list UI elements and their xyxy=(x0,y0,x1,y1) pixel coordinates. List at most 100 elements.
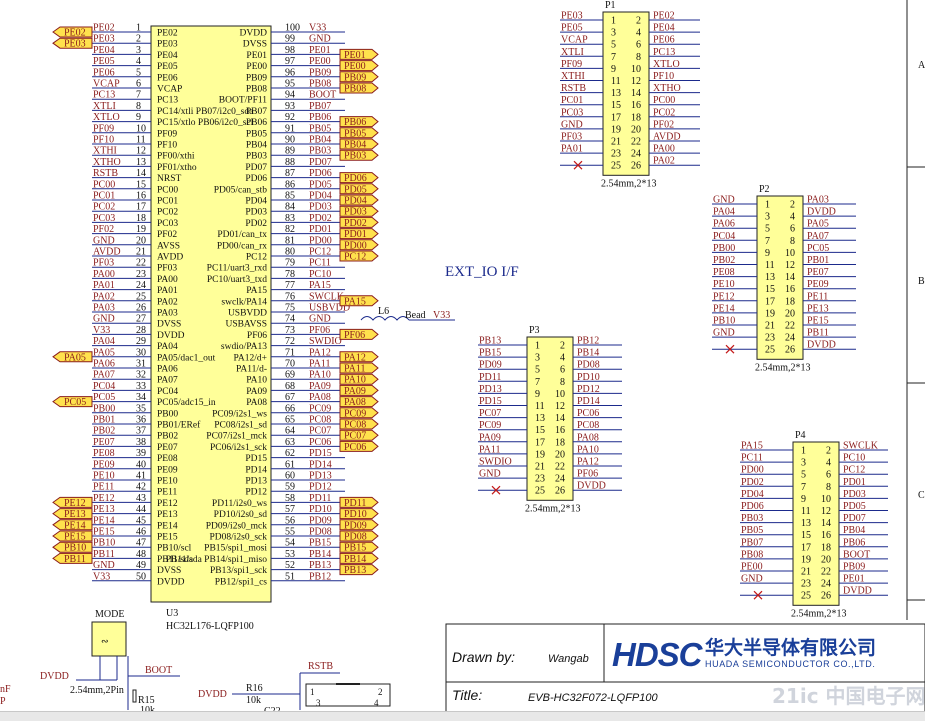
header-left-net: PA11 xyxy=(479,444,501,455)
header-left-net: PE10 xyxy=(713,279,735,290)
net-flag-left xyxy=(52,496,93,508)
mcu-right-pin-function: BOOT/PF11 xyxy=(219,96,267,106)
header-pin-odd: 23 xyxy=(765,333,775,344)
mcu-left-pin-function: DVDD xyxy=(157,331,185,341)
mode-pin-glyph: ∾ xyxy=(101,636,109,646)
header-pin-even: 10 xyxy=(821,494,831,505)
header-left-net: XTHI xyxy=(561,71,585,82)
mcu-right-pin-net: PC08 xyxy=(309,415,331,426)
net-flag-right-label: PA15 xyxy=(344,296,366,307)
mcu-left-pin-net: RSTB xyxy=(93,168,118,179)
mcu-right-pin-function: PA10 xyxy=(246,376,267,386)
mcu-left-pin-number: 36 xyxy=(136,415,146,426)
mcu-left-pin-number: 31 xyxy=(136,359,146,370)
mcu-right-pin-number: 99 xyxy=(285,34,295,45)
reset-r-val: 10k xyxy=(246,695,261,706)
header-left-net: PE03 xyxy=(561,11,583,22)
header-right-net: PD12 xyxy=(577,384,600,395)
mcu-right-pin-net: PD01 xyxy=(309,224,332,235)
mcu-left-pin-number: 22 xyxy=(136,258,146,269)
header-pin-odd: 23 xyxy=(535,474,545,485)
mcu-right-pin-net: GND xyxy=(309,34,331,45)
mcu-left-pin-net: PA03 xyxy=(93,303,115,314)
mcu-right-pin-function: PD13 xyxy=(245,477,267,487)
header-left-net: PD11 xyxy=(479,372,501,383)
header-pin-odd: 13 xyxy=(535,413,545,424)
mcu-left-pin-number: 7 xyxy=(136,90,141,101)
mcu-left-pin-number: 26 xyxy=(136,303,146,314)
mcu-right-pin-net: PC10 xyxy=(309,269,331,280)
header-pin-even: 2 xyxy=(790,200,795,211)
border-letter-b: B xyxy=(918,276,925,287)
header-pin-odd: 17 xyxy=(801,542,811,553)
mcu-left-pin-number: 20 xyxy=(136,235,146,246)
mcu-right-pin-net: PB05 xyxy=(309,123,331,134)
mcu-left-pin-net: XTLO xyxy=(93,112,120,123)
bead-ref: L6 xyxy=(378,306,389,317)
mcu-left-pin-function: PC04 xyxy=(157,387,178,397)
header-right-net: SWCLK xyxy=(843,441,879,452)
mcu-right-pin-number: 81 xyxy=(285,235,295,246)
net-flag-right-label: PB04 xyxy=(344,140,366,151)
mcu-right-pin-number: 67 xyxy=(285,392,295,403)
mcu-right-pin-number: 74 xyxy=(285,314,295,325)
mcu-right-pin-net: PD13 xyxy=(309,471,332,482)
mcu-right-pin-net: PB06 xyxy=(309,112,331,123)
mcu-right-pin-number: 97 xyxy=(285,56,295,67)
viewer-status-bar xyxy=(0,711,925,721)
header-pin-odd: 9 xyxy=(765,248,770,259)
header-pin-odd: 15 xyxy=(801,530,811,541)
mcu-right-pin-net: PA08 xyxy=(309,392,331,403)
header-right-net: PA10 xyxy=(577,444,599,455)
mcu-left-pin-net: GND xyxy=(93,314,115,325)
title-block: Drawn by: Wangab Title: EVB-HC32F072-LQF… xyxy=(445,623,925,717)
mcu-left-pin-net: PE07 xyxy=(93,437,115,448)
mcu-left-pin-number: 33 xyxy=(136,381,146,392)
mcu-left-pin-function: PC15/xtlo PB06/i2c0_scl xyxy=(157,118,254,128)
mcu-left-pin-function: PE13 xyxy=(157,510,178,520)
header-size: 2.54mm,2*13 xyxy=(601,178,657,189)
mcu-left-pin-number: 37 xyxy=(136,426,146,437)
mcu-left-pin-net: PB02 xyxy=(93,426,115,437)
mcu-left-pin-number: 39 xyxy=(136,448,146,459)
header-left-net: PD00 xyxy=(741,465,764,476)
mcu-left-pin-number: 35 xyxy=(136,403,146,414)
header-left-net: PB03 xyxy=(741,513,763,524)
header-right-net: DVDD xyxy=(843,586,872,597)
mcu-right-pin-function: PD07 xyxy=(245,163,267,173)
net-flag-right-label: PD10 xyxy=(344,509,367,520)
net-flag-left-label: PE13 xyxy=(64,509,86,520)
mcu-right-pin-number: 60 xyxy=(285,471,295,482)
header-right-net: PE06 xyxy=(653,35,675,46)
mcu-left-pin-number: 15 xyxy=(136,179,146,190)
no-connect-mark xyxy=(573,160,583,170)
header-right-net: PC12 xyxy=(843,465,865,476)
mcu-left-pin-net: PE13 xyxy=(93,504,115,515)
net-flag-left xyxy=(52,519,93,531)
net-flag-right xyxy=(339,116,379,128)
header-pin-odd: 11 xyxy=(801,506,811,517)
header-pin-even: 20 xyxy=(631,124,641,135)
mcu-left-pin-net: V33 xyxy=(93,571,110,582)
header-pin-even: 14 xyxy=(631,88,641,99)
net-flag-right xyxy=(339,216,379,228)
mcu-right-pin-function: PA09 xyxy=(246,387,267,397)
net-flag-right xyxy=(339,295,379,307)
header-pin-even: 8 xyxy=(560,377,565,388)
mcu-right-pin-number: 73 xyxy=(285,325,295,336)
mcu-right-pin-net: PD04 xyxy=(309,191,332,202)
mcu-left-pin-net: PE06 xyxy=(93,67,115,78)
mode-frag-p: P xyxy=(0,696,6,707)
net-flag-right-label: PB15 xyxy=(344,543,366,554)
mcu-right-pin-net: BOOT xyxy=(309,90,336,101)
mode-jumper: MODE ∾ DVDD BOOT 2.54mm,2Pin R15 10k nF … xyxy=(0,609,180,716)
header-left-net: PB02 xyxy=(713,255,735,266)
mcu-left-pin-number: 5 xyxy=(136,67,141,78)
header-pin-even: 26 xyxy=(821,591,831,602)
header-pin-even: 6 xyxy=(560,365,565,376)
header-pin-odd: 15 xyxy=(765,284,775,295)
net-flag-right-label: PD03 xyxy=(344,207,367,218)
header-left-net: PD04 xyxy=(741,489,764,500)
mode-net-boot: BOOT xyxy=(145,665,172,676)
